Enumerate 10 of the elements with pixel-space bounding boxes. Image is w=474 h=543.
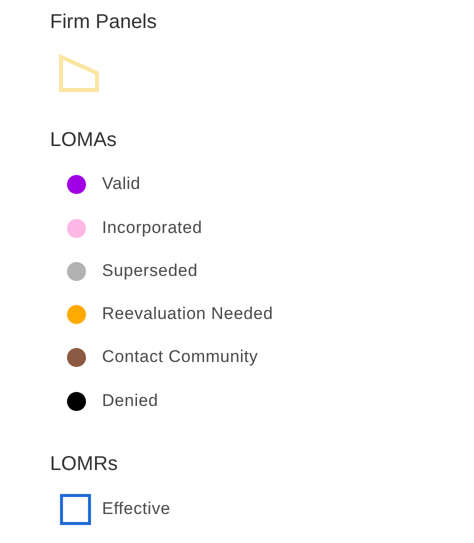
section-heading: Firm Panels bbox=[50, 10, 157, 34]
section-heading: LOMRs bbox=[50, 452, 118, 476]
legend-label: Contact Community bbox=[102, 347, 258, 367]
legend-label: Reevaluation Needed bbox=[102, 304, 274, 324]
legend-label: Incorporated bbox=[102, 218, 202, 238]
legend-label: Valid bbox=[102, 174, 141, 194]
legend-label: Superseded bbox=[102, 261, 198, 281]
legend-label: Denied bbox=[102, 391, 158, 411]
section-heading: LOMAs bbox=[50, 128, 117, 152]
legend-label: Effective bbox=[102, 499, 170, 519]
